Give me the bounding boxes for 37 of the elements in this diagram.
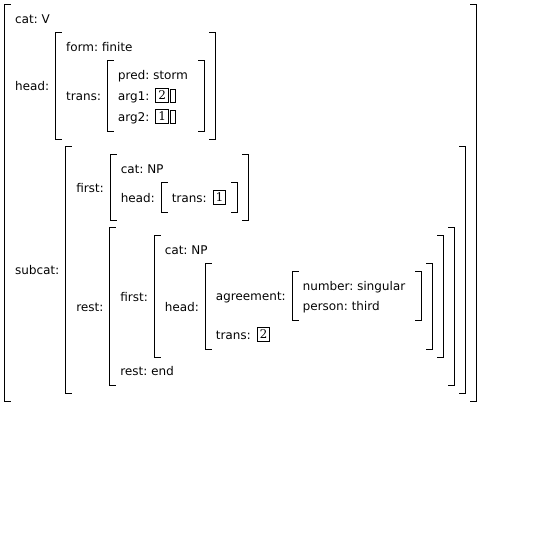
attribute-matrix xyxy=(292,271,422,321)
feature-text: trans: xyxy=(172,190,207,204)
empty-matrix xyxy=(170,110,178,124)
feature-text: head: xyxy=(120,190,155,204)
feature-text: cat: NP xyxy=(120,162,164,176)
feature-text: number: singular xyxy=(302,279,406,293)
feature-text: first: xyxy=(120,290,148,304)
feature-text: rest: xyxy=(76,300,104,314)
empty-matrix xyxy=(170,88,178,102)
feature-text: arg1: xyxy=(118,88,150,102)
tag-box: 2 xyxy=(256,327,270,342)
attribute-matrix xyxy=(4,4,478,402)
feature-text: first: xyxy=(76,180,104,194)
feature-text: head: xyxy=(15,79,50,93)
feature-text: person: third xyxy=(302,299,380,313)
attribute-matrix xyxy=(110,154,250,221)
attribute-matrix xyxy=(55,32,216,140)
attribute-matrix xyxy=(160,182,238,213)
feature-text: head: xyxy=(164,300,199,314)
feature-text: pred: storm xyxy=(118,68,188,82)
feature-text: cat: NP xyxy=(164,243,208,257)
feature-text: trans: xyxy=(66,89,101,103)
attribute-matrix xyxy=(154,235,444,358)
tag-box: 1 xyxy=(155,109,169,124)
attribute-matrix xyxy=(204,263,434,350)
tag-box: 1 xyxy=(212,190,226,205)
attribute-matrix xyxy=(109,227,456,386)
feature-text: form: finite xyxy=(66,40,132,54)
feature-text: rest: end xyxy=(120,364,174,378)
feature-text: arg2: xyxy=(118,110,150,124)
feature-text: agreement: xyxy=(216,289,286,303)
tag-box: 2 xyxy=(155,88,169,103)
attribute-matrix xyxy=(65,146,466,394)
attribute-matrix xyxy=(106,60,205,132)
feature-text: subcat: xyxy=(15,263,60,277)
feature-text: trans: xyxy=(216,328,251,342)
feature-text: cat: V xyxy=(15,12,50,26)
